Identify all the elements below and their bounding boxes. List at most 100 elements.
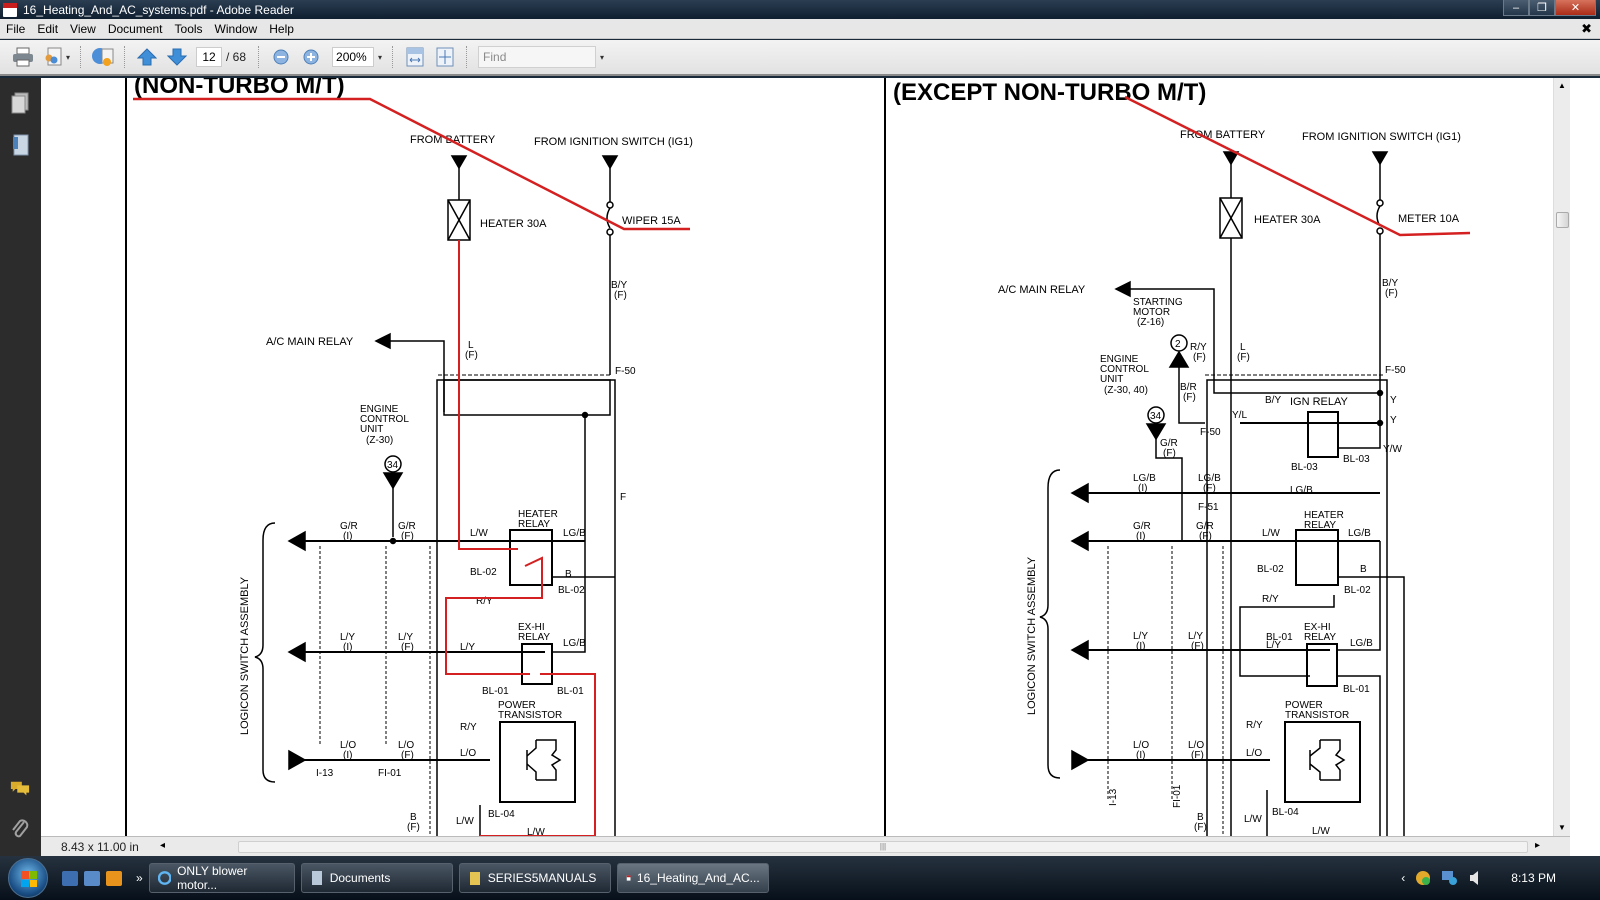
menu-file[interactable]: File <box>6 21 26 36</box>
zoom-level-input[interactable]: 200% <box>332 47 375 67</box>
vertical-scrollbar[interactable]: ▲ ▼ <box>1553 78 1570 856</box>
quick-launch-more[interactable]: » <box>136 871 143 885</box>
svg-text:EX-HI: EX-HI <box>1304 622 1331 633</box>
scroll-left-icon[interactable]: ◂ <box>160 839 166 851</box>
svg-text:R/Y: R/Y <box>1246 720 1263 731</box>
taskbar-item-folder[interactable]: SERIES5MANUALS <box>458 863 611 893</box>
close-button[interactable]: ✕ <box>1555 0 1596 16</box>
zoom-dropdown[interactable]: ▾ <box>378 52 383 62</box>
svg-text:(F): (F) <box>401 531 414 542</box>
left-diagram-title: (NON-TURBO M/T) <box>134 78 345 99</box>
svg-text:(I): (I) <box>343 642 352 653</box>
left-ecu-pin: 34 <box>387 460 399 471</box>
svg-text:R/Y: R/Y <box>1262 594 1279 605</box>
svg-text:Y/L: Y/L <box>1232 410 1247 421</box>
status-bar: 8.43 x 11.00 in ◂ ||| ▸ <box>41 836 1570 856</box>
find-input[interactable]: Find <box>478 46 597 68</box>
svg-text:BL-02: BL-02 <box>1257 564 1284 575</box>
maximize-button[interactable]: ❐ <box>1529 0 1555 16</box>
attachments-icon[interactable] <box>10 818 30 840</box>
fit-page-button[interactable] <box>432 44 458 70</box>
svg-text:L: L <box>468 340 474 351</box>
menu-edit[interactable]: Edit <box>37 21 59 36</box>
page-number-input[interactable]: 12 <box>196 47 223 67</box>
next-page-button[interactable] <box>164 44 190 70</box>
taskbar-item-browser[interactable]: ONLY blower motor... <box>148 863 295 893</box>
svg-text:BL-02: BL-02 <box>470 567 497 578</box>
svg-text:R/Y: R/Y <box>1190 342 1207 353</box>
svg-text:F-50: F-50 <box>1385 365 1406 376</box>
wiring-diagram-page: (NON-TURBO M/T) FROM BATTERY FROM IGNITI… <box>125 78 1471 836</box>
switch-windows-icon[interactable] <box>84 870 100 886</box>
svg-text:LG/B: LG/B <box>1350 638 1373 649</box>
svg-text:RELAY: RELAY <box>518 632 550 643</box>
minimize-button[interactable]: – <box>1503 0 1529 16</box>
svg-text:RELAY: RELAY <box>1304 632 1336 643</box>
previous-page-button[interactable] <box>134 44 160 70</box>
svg-text:(F): (F) <box>401 642 414 653</box>
scroll-down-icon[interactable]: ▼ <box>1558 823 1566 832</box>
print-button[interactable] <box>10 44 36 70</box>
svg-text:(F): (F) <box>1385 288 1398 299</box>
bookmarks-icon[interactable] <box>10 134 30 156</box>
svg-text:B: B <box>410 812 417 823</box>
taskbar-item-adobe-reader[interactable]: 16_Heating_And_AC... <box>616 863 769 893</box>
svg-text:HEATER: HEATER <box>1304 510 1344 521</box>
menu-document[interactable]: Document <box>107 21 163 36</box>
svg-text:FI-01: FI-01 <box>1172 784 1183 808</box>
document-view[interactable]: (NON-TURBO M/T) FROM BATTERY FROM IGNITI… <box>41 78 1553 836</box>
svg-text:B: B <box>1360 564 1367 575</box>
svg-text:L/Y: L/Y <box>1188 631 1203 642</box>
taskbar-item-documents[interactable]: Documents <box>300 863 453 893</box>
svg-text:BL-01: BL-01 <box>1266 632 1293 643</box>
pdf-icon <box>626 875 631 881</box>
menu-tools[interactable]: Tools <box>174 21 203 36</box>
comments-icon[interactable] <box>10 778 30 800</box>
svg-text:Y: Y <box>1390 395 1397 406</box>
svg-text:L/O: L/O <box>398 740 414 751</box>
fit-width-button[interactable] <box>402 44 428 70</box>
vertical-scroll-thumb[interactable] <box>1556 212 1569 228</box>
right-margin <box>1570 78 1600 856</box>
share-icon <box>92 48 114 66</box>
collaborate-button[interactable] <box>40 44 66 70</box>
clock[interactable]: 8:13 PM <box>1511 871 1556 885</box>
show-desktop-icon[interactable] <box>62 870 78 886</box>
svg-text:METER 10A: METER 10A <box>1398 213 1460 225</box>
svg-text:B: B <box>1197 812 1204 823</box>
svg-text:TRANSISTOR: TRANSISTOR <box>1285 710 1349 721</box>
horizontal-scrollbar[interactable]: ◂ ||| ▸ <box>156 839 1570 855</box>
svg-text:(I): (I) <box>1136 750 1145 761</box>
show-hidden-icons-button[interactable]: ‹ <box>1401 871 1406 885</box>
svg-text:L/W: L/W <box>470 528 488 539</box>
volume-icon[interactable] <box>1469 870 1481 886</box>
security-center-icon[interactable] <box>1415 870 1431 886</box>
svg-text:BL-02: BL-02 <box>1344 585 1371 596</box>
horizontal-scroll-thumb[interactable]: ||| <box>238 840 1528 853</box>
find-dropdown[interactable]: ▾ <box>600 52 605 62</box>
close-document-button[interactable]: ✖ <box>1581 21 1592 36</box>
collaborate-dropdown[interactable]: ▾ <box>66 52 71 62</box>
svg-text:L/Y: L/Y <box>1133 631 1148 642</box>
pages-icon[interactable] <box>10 92 30 114</box>
right-power-transistor <box>1284 721 1361 803</box>
svg-text:(F): (F) <box>1193 352 1206 363</box>
fit-page-icon <box>436 47 454 67</box>
svg-text:A/C MAIN RELAY: A/C MAIN RELAY <box>998 284 1086 296</box>
svg-text:UNIT: UNIT <box>360 424 383 435</box>
network-icon[interactable] <box>1441 870 1459 886</box>
svg-text:(F): (F) <box>1191 641 1204 652</box>
start-button[interactable] <box>8 858 48 898</box>
taskbar: » ONLY blower motor... Documents SERIES5… <box>0 856 1600 900</box>
media-player-icon[interactable] <box>106 870 122 886</box>
menu-help[interactable]: Help <box>269 21 294 36</box>
scroll-up-icon[interactable]: ▲ <box>1558 81 1566 90</box>
svg-text:B: B <box>565 569 572 580</box>
menu-window[interactable]: Window <box>214 21 258 36</box>
share-button[interactable] <box>90 44 116 70</box>
scroll-right-icon[interactable]: ▸ <box>1534 839 1540 851</box>
zoom-in-button[interactable] <box>298 44 324 70</box>
zoom-out-button[interactable] <box>268 44 294 70</box>
zoom-in-icon <box>303 49 319 65</box>
menu-view[interactable]: View <box>70 21 96 36</box>
